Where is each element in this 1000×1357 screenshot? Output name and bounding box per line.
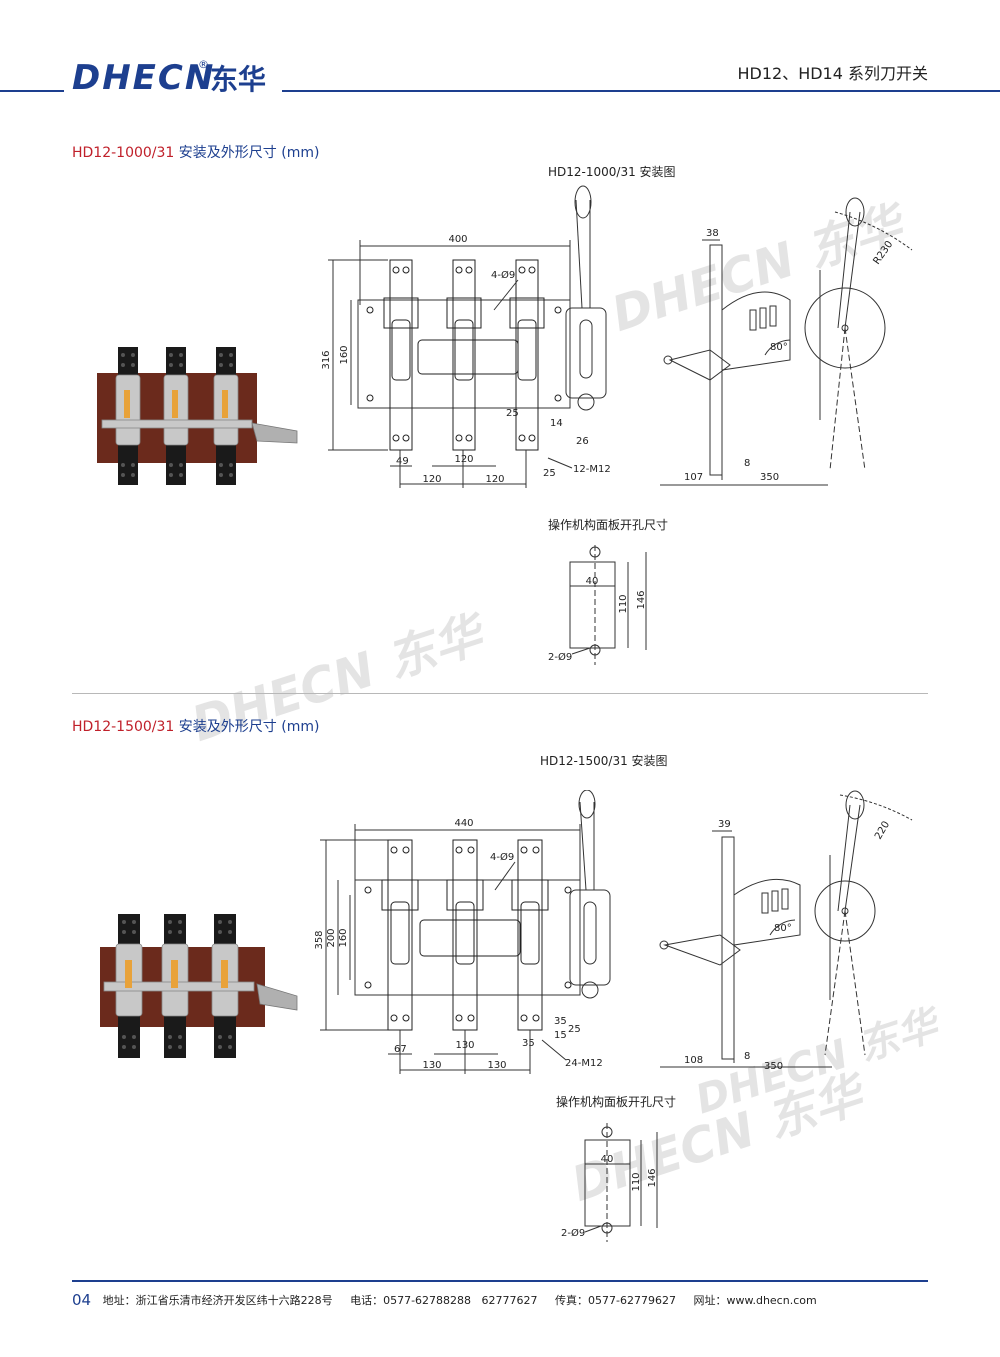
dim-108: 108 <box>684 1055 703 1066</box>
website-link[interactable]: www.dhecn.com <box>726 1294 817 1307</box>
brand-logo-cn: 东华 <box>210 63 267 96</box>
dim-25b: 25 <box>543 468 556 479</box>
panel-cutout-drawing-1000: 40 110 146 2-Ø9 <box>548 545 647 665</box>
dim-width: 440 <box>454 818 473 829</box>
dim-350: 350 <box>760 472 779 483</box>
install-caption: HD12-1000/31 安装图 <box>548 165 676 179</box>
front-view-drawing-1500: 440 358 200 160 4-Ø9 35 15 25 67 130 35 … <box>314 790 611 1074</box>
fax: 0577-62779627 <box>588 1294 676 1307</box>
dim-angle: 80° <box>774 923 792 934</box>
dim-height-inner: 160 <box>339 345 350 364</box>
fax-label: 传真： <box>555 1294 589 1307</box>
section-title: HD12-1000/31 安装及外形尺寸 (mm) <box>72 142 319 162</box>
section-divider <box>72 693 928 694</box>
dim-height-total: 316 <box>321 350 332 369</box>
dim-8: 8 <box>744 458 750 469</box>
header-rule-left <box>0 90 64 92</box>
panel-caption: 操作机构面板开孔尺寸 <box>548 518 669 532</box>
model-name: HD12-1000/31 <box>72 145 175 161</box>
dim-25: 25 <box>568 1024 581 1035</box>
dim-panel-h2: 146 <box>636 590 647 609</box>
phone-label: 电话： <box>350 1294 384 1307</box>
dim-107: 107 <box>684 472 703 483</box>
dim-pitch-a: 120 <box>422 474 441 485</box>
dim-panel-holes: 2-Ø9 <box>548 651 572 663</box>
phone: 0577-62788288 62777627 <box>383 1294 538 1307</box>
dim-14: 14 <box>550 418 563 429</box>
dim-pitch-b: 120 <box>485 474 504 485</box>
brand-logo: DHECN <box>72 58 216 98</box>
model-name: HD12-1500/31 <box>72 719 175 735</box>
dim-26: 26 <box>576 436 589 447</box>
dim-height-total: 358 <box>314 930 325 949</box>
dim-8: 8 <box>744 1051 750 1062</box>
dim-holes: 4-Ø9 <box>490 851 514 863</box>
address: 浙江省乐清市经济开发区纬十六路228号 <box>135 1294 333 1307</box>
registered-mark: ® <box>198 58 209 71</box>
dim-35b: 35 <box>522 1038 535 1049</box>
dim-25a: 25 <box>506 408 519 419</box>
section-title-suffix: 安装及外形尺寸 (mm) <box>178 719 320 735</box>
dim-panel-h2: 146 <box>647 1168 658 1187</box>
page-header-title: HD12、HD14 系列刀开关 <box>737 64 928 83</box>
dim-radius: R230 <box>871 239 895 267</box>
footer: 04 地址：浙江省乐清市经济开发区纬十六路228号 电话：0577-627882… <box>72 1291 817 1309</box>
panel-caption: 操作机构面板开孔尺寸 <box>556 1095 677 1109</box>
dim-panel-h1: 110 <box>618 594 629 613</box>
header-rule-right <box>282 90 1000 92</box>
dim-350: 350 <box>764 1061 783 1072</box>
product-photo-1500 <box>100 914 298 1058</box>
dim-pitch-mid: 120 <box>454 454 473 465</box>
footer-rule <box>72 1280 928 1282</box>
dim-side-top: 39 <box>718 819 731 830</box>
dim-height-inner: 160 <box>338 928 349 947</box>
section-title-suffix: 安装及外形尺寸 (mm) <box>178 145 320 161</box>
dim-height-mid: 200 <box>326 928 337 947</box>
dim-width: 400 <box>448 234 467 245</box>
dim-pitch-b: 130 <box>487 1060 506 1071</box>
address-label: 地址： <box>102 1294 136 1307</box>
dim-left-margin: 49 <box>396 456 409 467</box>
dim-panel-w: 40 <box>586 576 599 587</box>
web-label: 网址： <box>693 1294 727 1307</box>
dim-radius: 220 <box>873 819 892 841</box>
product-photo-1000 <box>97 347 298 485</box>
dim-angle: 80° <box>770 342 788 353</box>
dim-15: 15 <box>554 1030 567 1041</box>
dim-holes: 4-Ø9 <box>491 269 515 281</box>
dim-panel-holes: 2-Ø9 <box>561 1227 585 1239</box>
dim-pitch-a: 130 <box>422 1060 441 1071</box>
dim-panel-w: 40 <box>601 1154 614 1165</box>
dim-panel-h1: 110 <box>631 1172 642 1191</box>
side-view-drawing-1500: 39 220 80° 108 8 350 <box>659 790 913 1072</box>
side-view-drawing-1000: 38 R230 80° 107 8 350 <box>660 197 913 486</box>
panel-cutout-drawing-1500: 40 110 146 2-Ø9 <box>561 1123 658 1242</box>
dim-thread: 12-M12 <box>573 464 611 475</box>
front-view-drawing-1000: 400 316 160 4-Ø9 25 14 26 49 120 25 120 … <box>321 185 611 488</box>
install-caption: HD12-1500/31 安装图 <box>540 754 668 768</box>
dim-side-top: 38 <box>706 228 719 239</box>
dim-thread: 24-M12 <box>565 1058 603 1069</box>
page-number: 04 <box>72 1291 92 1309</box>
dim-35a: 35 <box>554 1016 567 1027</box>
section-title: HD12-1500/31 安装及外形尺寸 (mm) <box>72 716 319 736</box>
